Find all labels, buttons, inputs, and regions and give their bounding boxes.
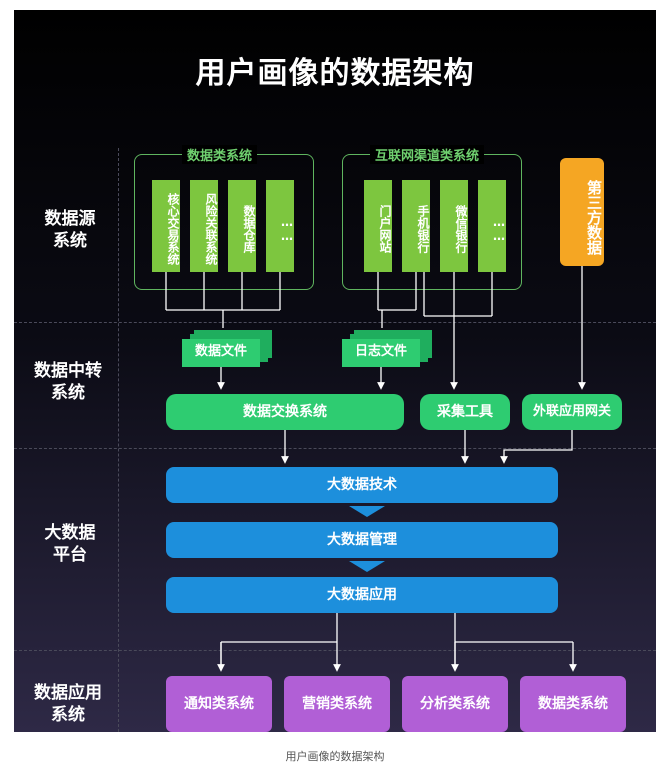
layer-label-line: 大数据 <box>44 523 96 543</box>
flow-arrow-down <box>349 561 385 572</box>
layer-divider-1 <box>14 322 656 323</box>
layer-divider-2 <box>14 448 656 449</box>
layer-label-line: 数据应用 <box>34 683 102 703</box>
big-data-management-bar: 大数据管理 <box>166 522 558 558</box>
layer-label-line: 平台 <box>53 545 87 565</box>
layer-label-source: 数据源 系统 <box>20 208 120 252</box>
layer-label-line: 系统 <box>53 231 87 251</box>
source-system-column: …… <box>266 180 294 272</box>
external-application-gateway: 外联应用网关 <box>522 394 622 430</box>
group-title-internet-systems: 互联网渠道类系统 <box>370 145 485 164</box>
marketing-system-box: 营销类系统 <box>284 676 390 732</box>
group-title-data-systems: 数据类系统 <box>182 145 258 164</box>
diagram-title: 用户画像的数据架构 <box>195 56 475 91</box>
big-data-application-bar: 大数据应用 <box>166 577 558 613</box>
layer-label-transfer: 数据中转 系统 <box>18 360 118 404</box>
source-system-column: 核心交易系统 <box>152 180 180 272</box>
third-party-data-box: 第三方数据 <box>560 158 604 266</box>
source-system-column: 微信银行 <box>440 180 468 272</box>
collection-tool: 采集工具 <box>420 394 510 430</box>
layer-label-platform: 大数据 平台 <box>20 522 120 566</box>
figure-caption: 用户画像的数据架构 <box>285 750 385 763</box>
source-system-column: 手机银行 <box>402 180 430 272</box>
layer-divider-3 <box>14 650 656 651</box>
notification-system-box: 通知类系统 <box>166 676 272 732</box>
data-system-box: 数据类系统 <box>520 676 626 732</box>
architecture-diagram: 用户画像的数据架构 数据源 系统 数据中转 系统 大数据 平台 数据应用 系统 … <box>14 10 656 732</box>
layer-label-line: 系统 <box>51 705 85 725</box>
big-data-technology-bar: 大数据技术 <box>166 467 558 503</box>
layer-label-line: 数据中转 <box>34 361 102 381</box>
source-system-column: 风险关联系统 <box>190 180 218 272</box>
source-system-column: 门户网站 <box>364 180 392 272</box>
source-system-column: 数据仓库 <box>228 180 256 272</box>
log-file-box: 日志文件 <box>342 339 420 367</box>
data-file-box: 数据文件 <box>182 339 260 367</box>
analysis-system-box: 分析类系统 <box>402 676 508 732</box>
layer-divider-vertical <box>118 148 119 732</box>
source-system-column: …… <box>478 180 506 272</box>
layer-label-application: 数据应用 系统 <box>18 682 118 726</box>
layer-label-line: 系统 <box>51 383 85 403</box>
flow-arrow-down <box>349 506 385 517</box>
data-exchange-system: 数据交换系统 <box>166 394 404 430</box>
layer-label-line: 数据源 <box>44 209 96 229</box>
